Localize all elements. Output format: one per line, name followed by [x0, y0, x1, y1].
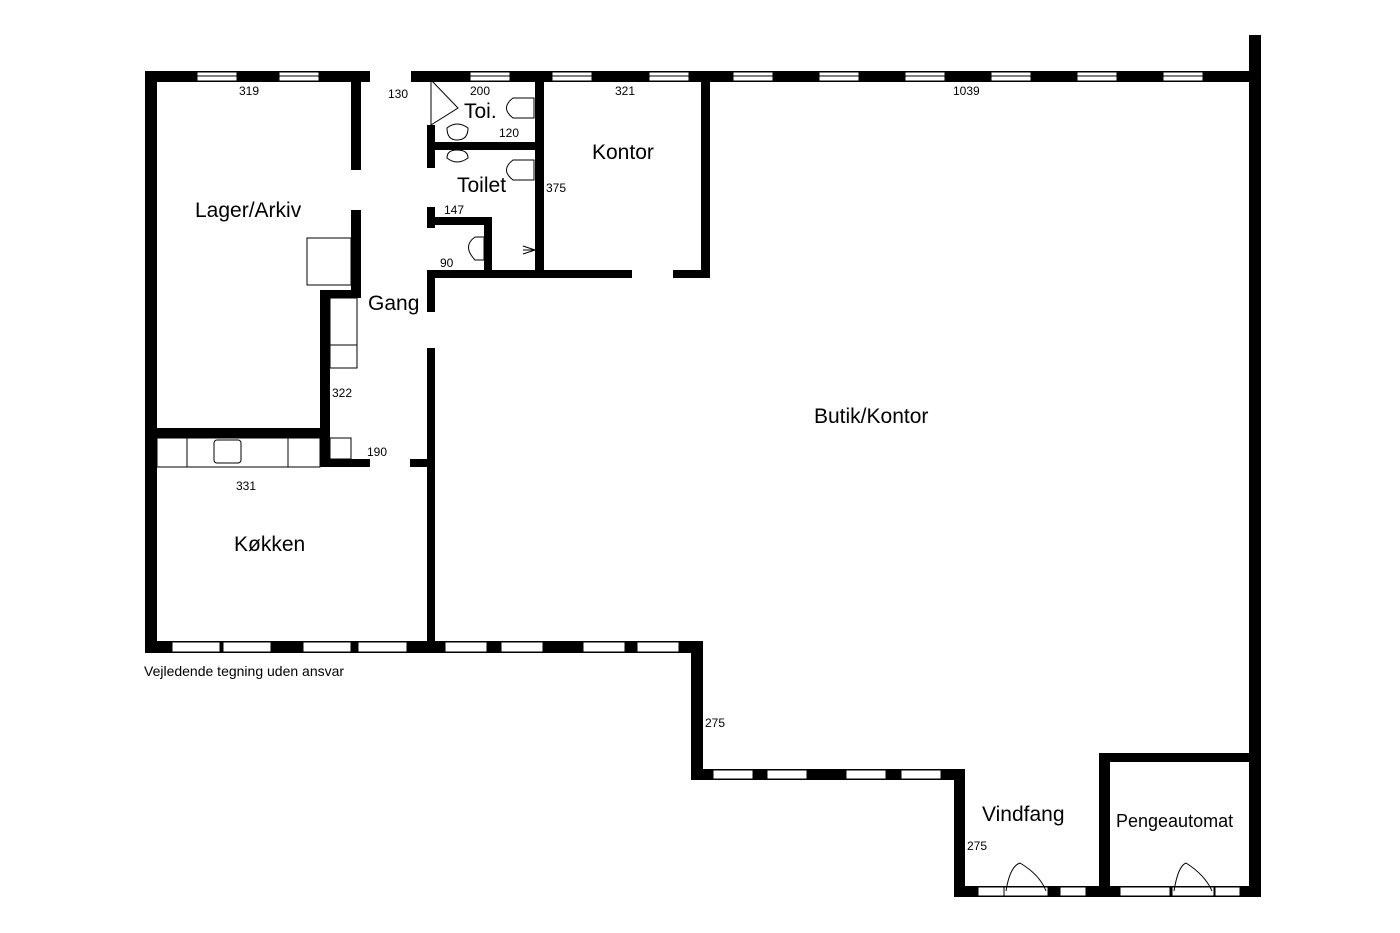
counter: [329, 297, 358, 369]
dimension-label: 90: [440, 256, 454, 270]
room-butik: Butik/Kontor: [814, 405, 929, 428]
cabinet: [306, 237, 352, 286]
dimension-label: 319: [239, 84, 260, 98]
room-kokken: Køkken: [234, 533, 306, 556]
room-vindfang: Vindfang: [982, 803, 1065, 826]
walls: [145, 35, 1261, 897]
disclaimer-note: Vejledende tegning uden ansvar: [144, 663, 345, 679]
room-toi: Toi.: [464, 100, 497, 123]
washbasin: [446, 123, 469, 141]
room-toilet: Toilet: [457, 174, 507, 197]
dimension-label: 120: [499, 126, 520, 140]
dimension-label: 321: [615, 84, 636, 98]
dimension-label: 375: [546, 181, 567, 195]
kitchen-sink: [213, 439, 242, 464]
room-lager: Lager/Arkiv: [195, 199, 302, 222]
room-kontor: Kontor: [592, 141, 654, 164]
shower: [522, 245, 536, 255]
washbasin: [446, 149, 469, 163]
dimension-label: 200: [470, 84, 491, 98]
kitchen-counter: [156, 437, 321, 468]
dimension-label: 322: [332, 386, 353, 400]
room-gang: Gang: [368, 292, 420, 315]
washbasin: [468, 236, 485, 261]
dimension-label: 275: [967, 839, 988, 853]
dimension-label: 275: [705, 716, 726, 730]
dimension-label: 1039: [953, 84, 980, 98]
dimension-label: 331: [236, 479, 257, 493]
fixtures: [156, 97, 536, 468]
dimension-label: 147: [444, 203, 465, 217]
toilet-bowl: [506, 97, 535, 119]
dimension-label: 130: [388, 87, 409, 101]
toilet-bowl: [506, 159, 535, 181]
doors: [430, 78, 1213, 892]
room-pengeautomat: Pengeautomat: [1116, 811, 1234, 831]
dimension-label: 190: [367, 445, 388, 459]
